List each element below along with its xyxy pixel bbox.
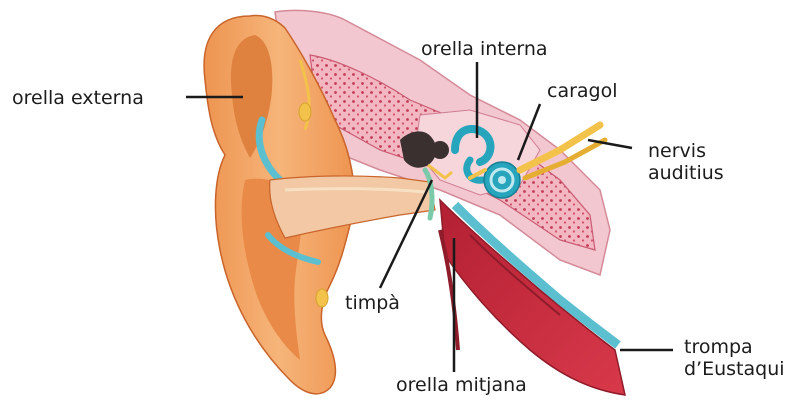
ear-canal [270, 176, 435, 238]
label-eustachian-tube: trompa d’Eustaqui [684, 336, 785, 380]
label-eardrum: timpà [345, 292, 400, 314]
label-auditory-nerves: nervis auditius [648, 140, 724, 184]
label-inner-ear: orella interna [421, 38, 548, 60]
label-cochlea: caragol [547, 80, 618, 102]
label-middle-ear: orella mitjana [396, 374, 527, 396]
label-outer-ear: orella externa [12, 87, 144, 109]
